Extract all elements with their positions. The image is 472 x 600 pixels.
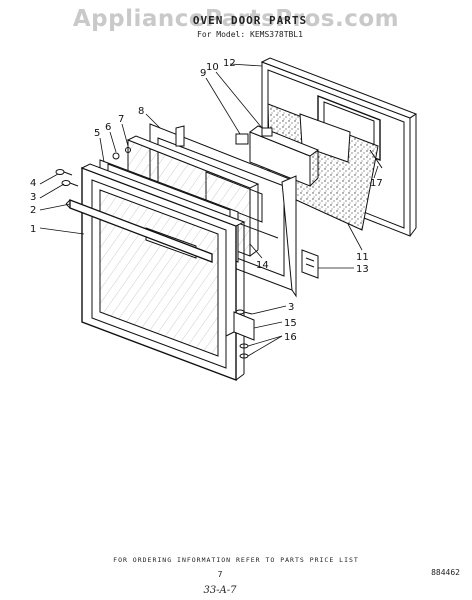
callout-12: 12 — [223, 58, 236, 69]
part-15-bracket — [225, 311, 255, 341]
callout-14: 14 — [256, 260, 269, 271]
callout-3b: 3 — [288, 302, 294, 313]
callout-3: 3 — [30, 192, 36, 203]
part-3-screw — [61, 180, 79, 187]
part-4-screw — [55, 169, 73, 176]
callout-16: 16 — [284, 332, 297, 343]
part-7-clip — [125, 147, 131, 153]
part-6-clip — [112, 152, 120, 160]
ordering-note: FOR ORDERING INFORMATION REFER TO PARTS … — [113, 556, 359, 564]
callout-9: 9 — [200, 68, 206, 79]
handwritten-note: 33-A-7 — [203, 585, 237, 596]
callout-4: 4 — [30, 178, 36, 189]
callout-6: 6 — [105, 122, 111, 133]
callout-5: 5 — [94, 128, 100, 139]
callout-1: 1 — [30, 224, 36, 235]
model-number: For Model: KEMS378TBL1 — [197, 30, 303, 39]
diagram-title: OVEN DOOR PARTS — [192, 14, 308, 27]
part-13-hinge-cover — [301, 249, 319, 279]
part-2-handle — [65, 199, 213, 263]
callout-7: 7 — [118, 114, 124, 125]
callout-8: 8 — [138, 106, 144, 117]
callout-11: 11 — [356, 252, 369, 263]
callout-13: 13 — [356, 264, 369, 275]
callout-15: 15 — [284, 318, 297, 329]
leader-lines — [39, 63, 379, 357]
callout-2: 2 — [30, 205, 36, 216]
part-17-liner-clip — [369, 149, 383, 169]
callout-17: 17 — [370, 178, 383, 189]
part-10-vent-baffle — [235, 125, 320, 187]
page-number: 7 — [217, 570, 223, 579]
document-number: 884462 — [431, 568, 460, 577]
callout-10: 10 — [206, 62, 219, 73]
